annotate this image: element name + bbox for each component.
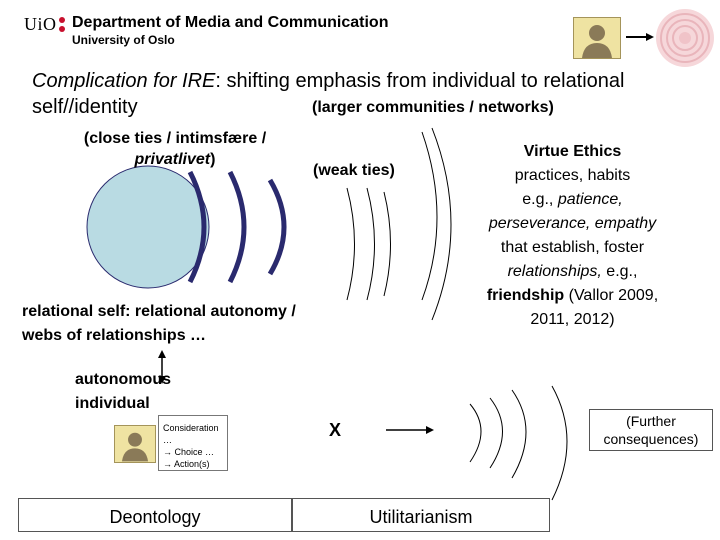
individual-circle	[86, 165, 210, 289]
title-italic: Complication for IRE	[32, 70, 216, 92]
uio-logo-text: UiO	[24, 14, 57, 34]
uio-logo-mark-icon	[59, 17, 65, 32]
pink-circle-icon	[656, 9, 714, 67]
double-arrow-icon	[158, 350, 166, 384]
department-name: Department of Media and Communication	[72, 14, 389, 31]
close-ties-label: (close ties / intimsfære / privatlivet)	[83, 130, 267, 168]
title-rest: : shifting emphasis from individual to r…	[215, 70, 625, 92]
x-mark-label: X	[329, 420, 342, 440]
relational-self-label: relational self: relational autonomy / w…	[22, 303, 296, 344]
person-avatar-icon	[573, 17, 621, 59]
small-person-avatar-icon	[114, 425, 156, 463]
weak-ties-label: (weak ties)	[313, 162, 395, 179]
deontology-label: Deontology	[18, 498, 292, 532]
right-arrow-icon	[626, 33, 654, 41]
close-ties-arcs	[187, 170, 287, 284]
university-name: University of Oslo	[72, 33, 175, 47]
weak-ties-arcs	[346, 187, 391, 301]
autonomous-individual-label: autonomous individual	[75, 371, 171, 412]
larger-communities-label: (larger communities / networks)	[312, 99, 554, 116]
x-right-arrow-icon	[386, 426, 434, 434]
consequence-arcs	[469, 385, 568, 501]
larger-community-arcs	[421, 127, 452, 321]
title-line-2: self//identity	[32, 96, 138, 118]
title-line-1: Complication for IRE: shifting emphasis …	[32, 70, 625, 93]
utilitarianism-label: Utilitarianism	[292, 498, 550, 532]
further-consequences-box: (Further consequences)	[589, 409, 713, 451]
virtue-ethics-text: Virtue Ethics practices, habits e.g., pa…	[486, 143, 659, 328]
consideration-box: Consideration … → Choice … → Action(s)	[158, 415, 228, 471]
